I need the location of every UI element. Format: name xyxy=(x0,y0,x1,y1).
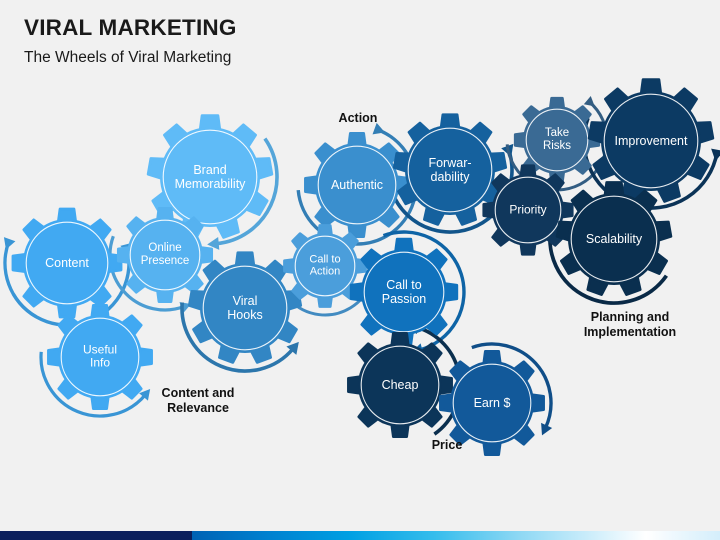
gear-body-scalability[interactable] xyxy=(568,193,660,285)
gear-body-useful-info[interactable] xyxy=(58,315,142,399)
arrow-arc-useful-info xyxy=(39,351,147,418)
arrow-head-brand-memorability xyxy=(207,237,220,250)
arrow-head-improvement xyxy=(711,148,720,162)
bottom-accent-bar xyxy=(0,531,720,540)
gear-body-call-to-passion[interactable] xyxy=(361,249,447,335)
gear-inner-ring-content xyxy=(25,221,109,305)
gear-teeth-online-presence xyxy=(116,206,214,304)
gear-body-earn[interactable] xyxy=(450,361,534,445)
gear-inner-ring-priority xyxy=(494,176,562,244)
gear-layer xyxy=(11,78,715,456)
arrow-arc-online-presence xyxy=(108,235,185,312)
bar-navy-segment xyxy=(0,531,192,540)
gear-body-content[interactable] xyxy=(23,219,111,307)
gear-body-viral-hooks[interactable] xyxy=(200,263,290,353)
gear-inner-ring-take-risks xyxy=(525,108,589,172)
gear-inner-ring-scalability xyxy=(570,195,658,283)
gear-teeth-cheap xyxy=(347,332,453,438)
bar-gradient-segment xyxy=(192,531,720,540)
gear-teeth-scalability xyxy=(555,181,673,296)
arrow-head-take-risks xyxy=(583,96,595,107)
arrow-arc-call-to-passion xyxy=(382,230,466,352)
gear-inner-ring-improvement xyxy=(603,93,699,189)
arrow-arc-brand-memorability xyxy=(215,137,279,246)
gear-body-brand-memorability[interactable] xyxy=(160,127,260,227)
gear-inner-ring-forwardability xyxy=(407,127,493,213)
gear-body-authentic[interactable] xyxy=(315,143,399,227)
arrow-arc-earn xyxy=(471,342,553,429)
cluster-label-planning-and-implementation: Planning and Implementation xyxy=(583,310,677,339)
gear-inner-ring-call-to-action xyxy=(294,235,356,297)
gear-inner-ring-brand-memorability xyxy=(162,129,258,225)
cluster-label-price: Price xyxy=(431,438,463,452)
page-subtitle: The Wheels of Viral Marketing xyxy=(24,49,232,66)
gear-teeth-earn xyxy=(439,350,545,456)
arrow-head-earn xyxy=(541,422,553,436)
cluster-label-action: Action xyxy=(338,111,378,125)
gear-inner-ring-authentic xyxy=(317,145,397,225)
gear-inner-ring-useful-info xyxy=(60,317,140,397)
arrow-head-authentic xyxy=(372,122,385,135)
gear-body-call-to-action[interactable] xyxy=(292,233,358,299)
gear-body-forwardability[interactable] xyxy=(405,125,495,215)
gear-inner-ring-online-presence xyxy=(129,219,201,291)
gear-body-online-presence[interactable] xyxy=(127,217,203,293)
gear-inner-ring-earn xyxy=(452,363,532,443)
gear-body-improvement[interactable] xyxy=(601,91,701,191)
arrow-head-useful-info xyxy=(139,389,151,401)
gear-teeth-useful-info xyxy=(47,304,153,410)
page-title: VIRAL MARKETING xyxy=(24,15,237,40)
gear-inner-ring-viral-hooks xyxy=(202,265,288,351)
arrow-head-viral-hooks xyxy=(286,341,299,355)
gear-body-priority[interactable] xyxy=(492,174,564,246)
gear-body-cheap[interactable] xyxy=(358,343,442,427)
gear-body-take-risks[interactable] xyxy=(523,106,591,174)
gear-inner-ring-cheap xyxy=(360,345,440,425)
arrow-arc-scalability xyxy=(548,221,668,305)
arrow-head-content xyxy=(3,237,16,250)
arrow-arc-viral-hooks xyxy=(180,302,295,373)
cluster-label-content-and-relevance: Content and Relevance xyxy=(161,386,235,415)
gear-inner-ring-call-to-passion xyxy=(363,251,445,333)
arrow-arc-content xyxy=(3,241,37,319)
